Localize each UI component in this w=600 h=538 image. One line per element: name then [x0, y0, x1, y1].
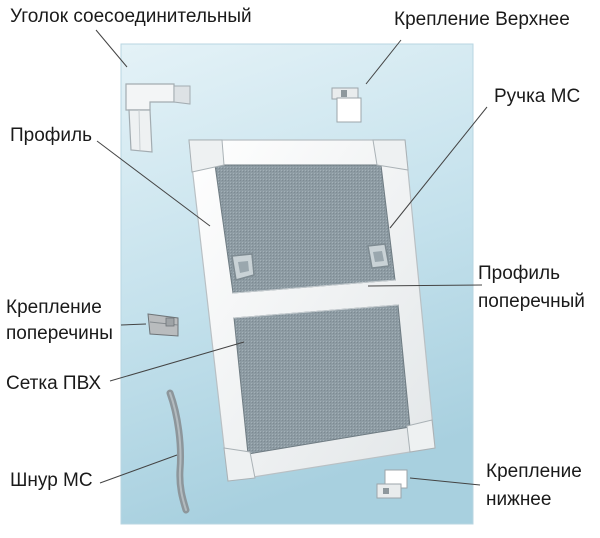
corner-connector-top-right	[372, 139, 409, 171]
leader-lines	[95, 29, 488, 486]
label-crossbar-mount-line2: поперечины	[6, 323, 113, 344]
label-bottom-mount-line2: нижнее	[486, 489, 552, 510]
label-cross-profile-line2: поперечный	[478, 291, 585, 312]
mesh-handle-left	[231, 253, 255, 281]
mosquito-screen-frame	[188, 139, 436, 482]
top-mount-part	[331, 87, 362, 123]
leader-cross-profile	[367, 284, 483, 287]
label-mesh: Сетка ПВХ	[6, 373, 102, 394]
leader-bottom-mount	[409, 477, 481, 486]
leader-profile	[96, 140, 211, 227]
leader-top-mount	[365, 39, 402, 85]
corner-connector-bottom-right	[406, 419, 436, 453]
mesh-handle-right	[367, 243, 390, 269]
corner-connector-bottom-left	[223, 447, 256, 482]
label-bottom-mount-line1: Крепление	[486, 461, 582, 482]
label-top-mount: Крепление Верхнее	[394, 9, 570, 30]
label-cross-profile-line1: Профиль	[478, 263, 561, 284]
label-profile: Профиль	[10, 125, 93, 146]
bottom-mount-part	[376, 469, 408, 499]
label-corner-connector: Уголок соесоединительный	[10, 6, 252, 27]
leader-cord	[99, 454, 178, 484]
crossbar-mount-part	[147, 313, 179, 337]
label-handle: Ручка МС	[494, 86, 581, 107]
leader-corner	[95, 29, 128, 68]
leader-handle	[389, 106, 488, 229]
mesh-pane-lower	[233, 304, 411, 455]
leader-mesh	[109, 341, 245, 382]
label-cord: Шнур МС	[10, 470, 93, 491]
corner-connector-part	[125, 83, 191, 153]
corner-connector-top-left	[188, 139, 225, 173]
label-crossbar-mount-line1: Крепление	[6, 297, 102, 318]
leader-crossbar-mount	[120, 323, 147, 326]
